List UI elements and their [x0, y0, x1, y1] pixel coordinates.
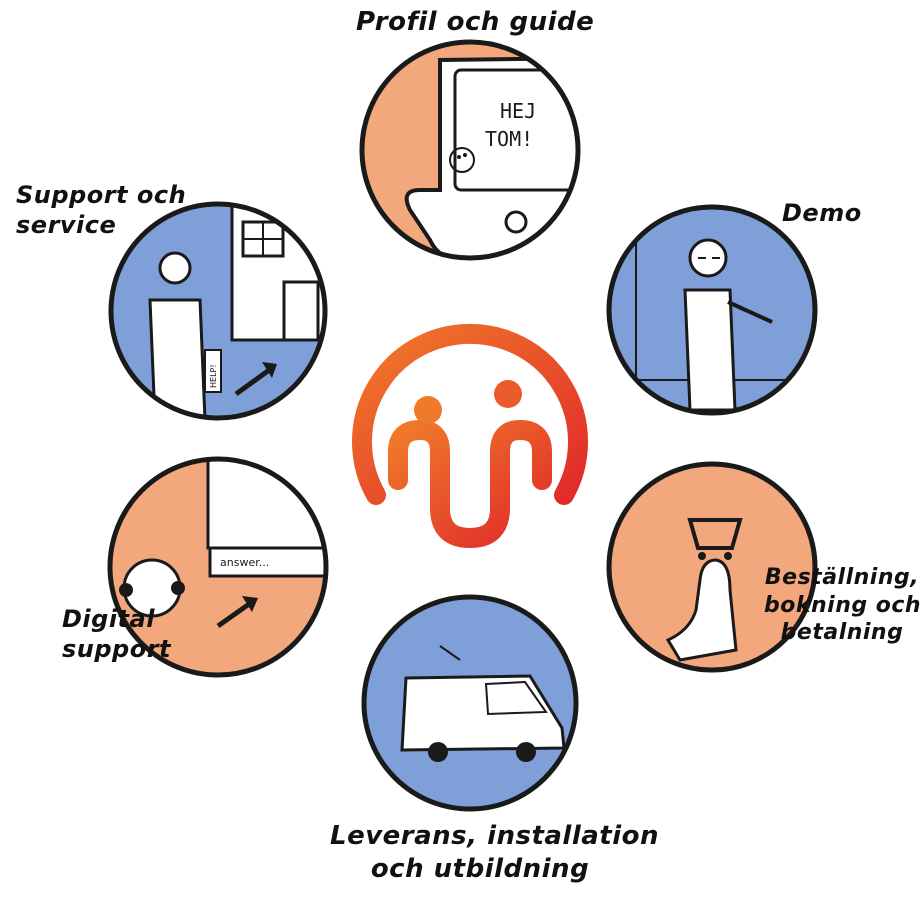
logo-head-left	[414, 396, 442, 424]
bestall-circle	[606, 461, 818, 673]
label-leverans: Leverans, installation och utbildning	[330, 821, 660, 884]
shopping-cart-icon	[687, 518, 743, 550]
arrow-icon	[234, 365, 274, 397]
tablet-home-button-icon	[504, 210, 528, 234]
logo-arc	[352, 323, 588, 505]
label-bestall: Beställning, bokning och betalning	[764, 565, 922, 645]
arrow-icon	[216, 599, 254, 629]
svg-text:TOM!: TOM!	[485, 127, 533, 151]
house-door	[282, 280, 320, 342]
van-wheel	[428, 742, 448, 762]
headset-icon	[119, 583, 133, 597]
label-support: Support och service	[16, 181, 187, 239]
demo-circle	[606, 204, 818, 416]
logo-inner-wave	[388, 419, 552, 549]
tablet-logo-icon	[449, 147, 475, 173]
center-logo	[352, 323, 588, 549]
support-circle: HELP!	[108, 201, 328, 421]
digital-circle: answer...	[107, 456, 329, 678]
logo-head-right	[494, 380, 522, 408]
svg-text:HELP!: HELP!	[209, 364, 218, 388]
service-person-head	[158, 251, 192, 285]
tapping-finger	[665, 558, 738, 662]
presenter-body	[683, 288, 737, 412]
profil-circle: HEJ TOM!	[359, 39, 581, 261]
label-profil: Profil och guide	[356, 7, 595, 37]
tablet-greeting: HEJ	[500, 99, 536, 123]
service-person-body	[148, 298, 207, 418]
svg-text:answer...: answer...	[220, 556, 269, 569]
label-digital: Digital support	[62, 605, 172, 663]
label-demo: Demo	[782, 199, 862, 227]
answer-field	[208, 546, 326, 578]
pointing-arm	[727, 300, 773, 324]
presenter-head	[688, 238, 728, 278]
leverans-circle	[361, 594, 579, 812]
help-sign	[204, 349, 222, 393]
